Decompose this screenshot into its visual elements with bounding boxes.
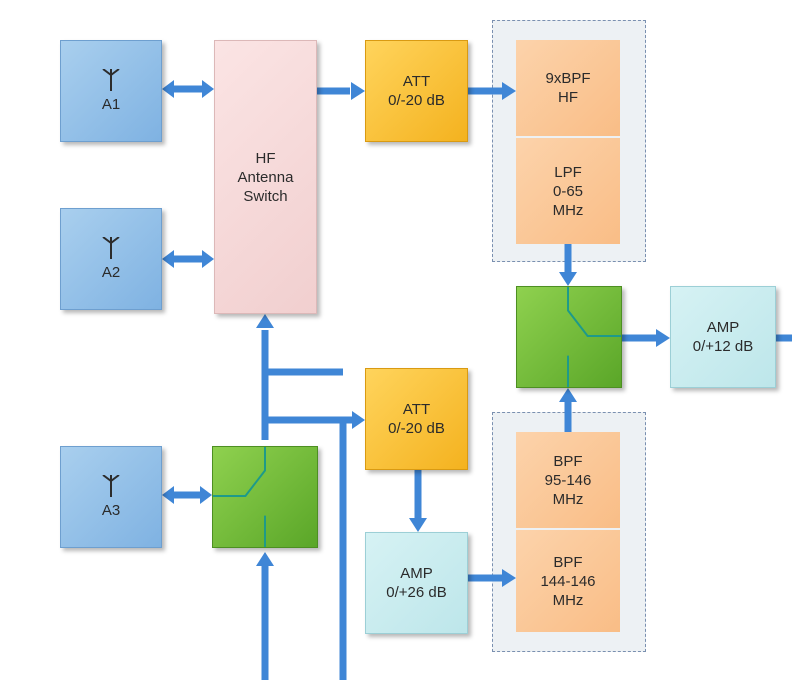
amplifier-bottom: AMP 0/+26 dB — [365, 532, 468, 634]
hf-switch-line-3: Switch — [243, 187, 288, 205]
bpf-144-146-block: BPF 144-146 MHz — [516, 530, 620, 632]
attenuator-mid: ATT 0/-20 dB — [365, 368, 468, 470]
arrowhead-amp-bottom — [409, 518, 427, 532]
bpf-95-line-1: BPF — [553, 452, 583, 470]
antenna-icon — [102, 236, 120, 259]
hf-switch-line-1: HF — [255, 149, 276, 167]
arrowhead-a1-right — [202, 80, 214, 98]
bpf-144-line-2: 144-146 — [540, 572, 596, 590]
antenna-label-a1: A1 — [101, 95, 121, 113]
rf-switch-left — [212, 446, 318, 548]
arrowhead-att-top — [351, 82, 365, 100]
lpf-line-1: LPF — [554, 163, 582, 181]
arrowhead-hf-up — [256, 314, 274, 328]
antenna-icon — [102, 474, 120, 497]
att-top-value: 0/-20 dB — [388, 92, 445, 109]
antenna-label-a3: A3 — [101, 501, 121, 519]
arrowhead-a2-right — [202, 250, 214, 268]
att-mid-label: ATT — [402, 401, 431, 418]
amplifier-right: AMP 0/+12 dB — [670, 286, 776, 388]
lpf-line-2: 0-65 — [552, 182, 584, 200]
arrowhead-att-mid — [352, 411, 365, 429]
antenna-block-a1: A1 — [60, 40, 162, 142]
attenuator-top: ATT 0/-20 dB — [365, 40, 468, 142]
att-mid-value: 0/-20 dB — [388, 420, 445, 437]
amp-bottom-value: 0/+26 dB — [386, 584, 447, 601]
arrowhead-switch-up — [256, 552, 274, 566]
bpf-hf-line-1: 9xBPF — [545, 70, 591, 87]
arrowhead-lpf-down — [559, 272, 577, 286]
antenna-block-a2: A2 — [60, 208, 162, 310]
arrowhead-bpf-144 — [502, 569, 516, 587]
arrowhead-bpf-hf — [502, 82, 516, 100]
lpf-block: LPF 0-65 MHz — [516, 138, 620, 244]
amp-right-value: 0/+12 dB — [692, 338, 754, 355]
bpf-95-146-block: BPF 95-146 MHz — [516, 432, 620, 528]
switch-icon — [213, 447, 266, 547]
antenna-label-a2: A2 — [101, 263, 121, 281]
att-top-label: ATT — [402, 73, 431, 90]
amp-right-label: AMP — [706, 319, 740, 336]
arrowhead-amp-right — [656, 329, 670, 347]
switch-icon — [567, 287, 621, 387]
hf-switch-line-2: Antenna — [237, 168, 294, 186]
arrowhead-a3-right — [200, 486, 212, 504]
input-att-connector — [339, 416, 352, 680]
rf-switch-right — [516, 286, 622, 388]
bpf-144-line-1: BPF — [553, 553, 583, 571]
bpf-144-line-3: MHz — [552, 591, 584, 609]
antenna-block-a3: A3 — [60, 446, 162, 548]
arrowhead-bpf-up — [559, 388, 577, 402]
antenna-icon — [102, 68, 120, 91]
arrowhead-a3-left — [162, 486, 174, 504]
lpf-line-3: MHz — [552, 201, 584, 219]
amp-bottom-label: AMP — [400, 565, 433, 582]
bpf-hf-line-2: HF — [558, 89, 578, 106]
bpf-95-line-3: MHz — [552, 490, 584, 508]
bpf-95-line-2: 95-146 — [544, 471, 592, 489]
bpf-hf-block: 9xBPF HF — [516, 40, 620, 136]
arrowhead-a2-left — [162, 250, 174, 268]
hf-antenna-switch: HF Antenna Switch — [214, 40, 317, 314]
arrowhead-a1-left — [162, 80, 174, 98]
